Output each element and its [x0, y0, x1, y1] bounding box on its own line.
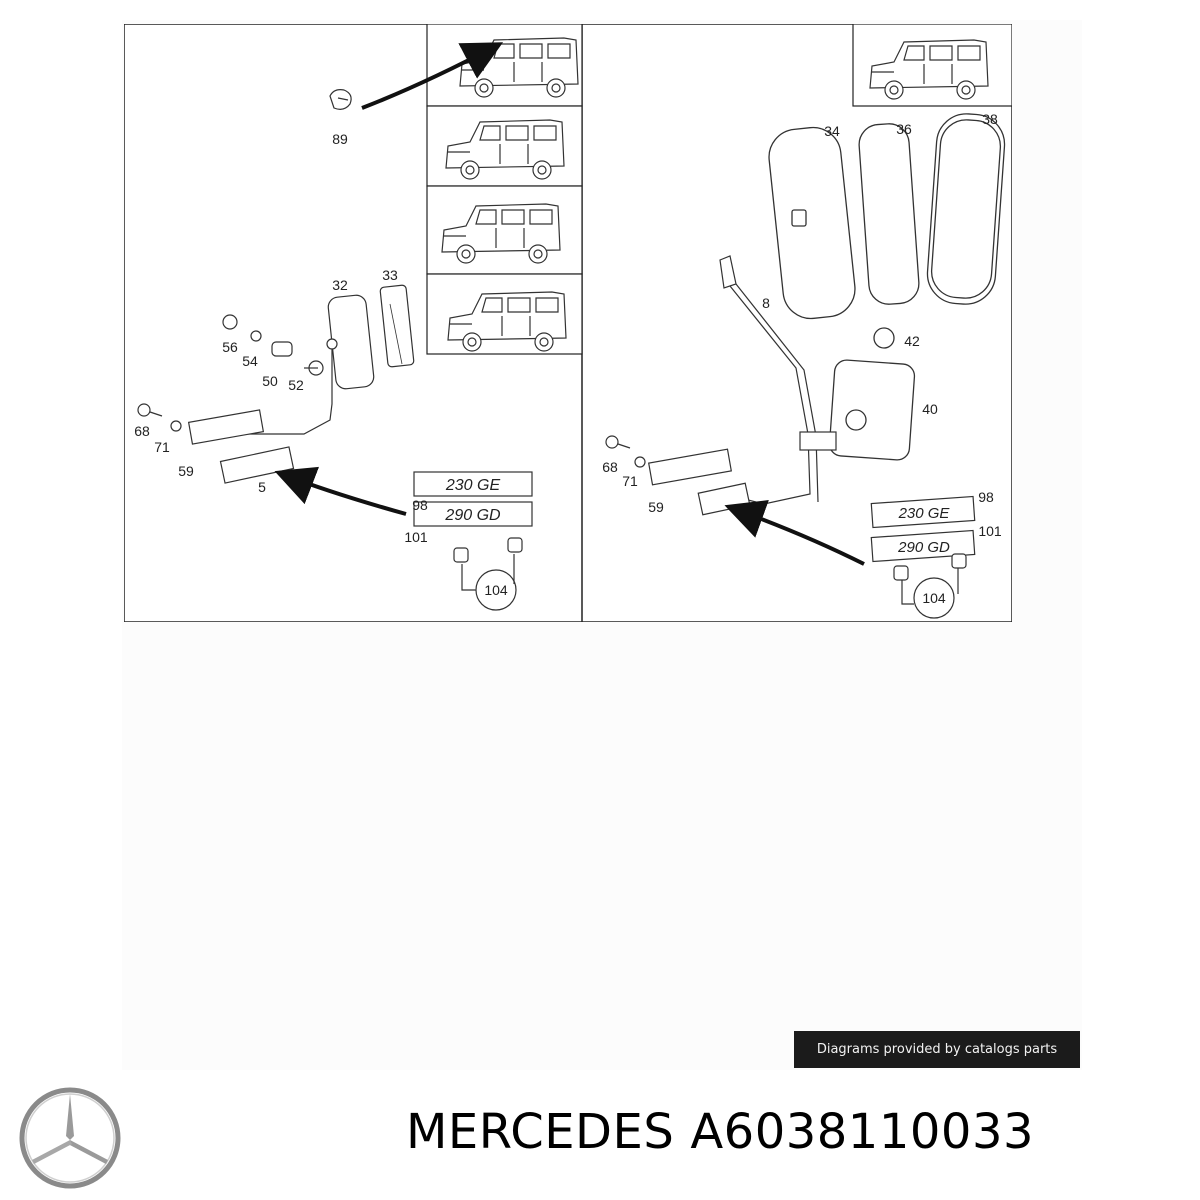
callout-59-right: 59	[648, 499, 664, 515]
badge-290gd-left: 290 GD	[444, 507, 501, 524]
callout-101-right: 101	[978, 523, 1002, 539]
badge-group-right	[870, 495, 976, 619]
callout-42: 42	[904, 333, 920, 349]
callout-36: 36	[896, 121, 912, 137]
mercedes-star-icon	[18, 1086, 122, 1190]
badge-230ge-left: 230 GE	[445, 477, 501, 494]
callout-8: 8	[762, 295, 770, 311]
callout-59-left: 59	[178, 463, 194, 479]
callout-5: 5	[258, 479, 266, 495]
part-number: A6038110033	[690, 1104, 1035, 1160]
callout-101-left: 101	[404, 529, 428, 545]
arrow-to-right-base	[724, 500, 865, 566]
badge-230ge-right: 230 GE	[898, 505, 951, 522]
callout-50: 50	[262, 373, 278, 389]
callout-104-right: 104	[922, 590, 946, 606]
clip-part-89	[329, 89, 352, 110]
vehicle-variant-right	[852, 24, 1012, 107]
callout-32: 32	[332, 277, 348, 293]
callout-38: 38	[982, 111, 998, 127]
arrow-to-base	[274, 466, 407, 516]
callout-56: 56	[222, 339, 238, 355]
left-mirror-assembly	[137, 284, 415, 484]
callout-33: 33	[382, 267, 398, 283]
callout-98-left: 98	[412, 497, 428, 513]
parts-diagram: 230 GE 290 GD 230 GE 290 GD 89 32 33 56	[124, 24, 1012, 622]
callout-68-left: 68	[134, 423, 150, 439]
callout-71-right: 71	[622, 473, 638, 489]
diagram-credit: Diagrams provided by catalogs parts	[794, 1031, 1080, 1068]
callout-54: 54	[242, 353, 258, 369]
brand-name: MERCEDES	[406, 1104, 675, 1160]
callout-71-left: 71	[154, 439, 170, 455]
callout-68-right: 68	[602, 459, 618, 475]
callout-34: 34	[824, 123, 840, 139]
vehicle-variants-left	[426, 24, 583, 355]
arrow-to-vehicle	[361, 42, 504, 110]
callout-89: 89	[332, 131, 348, 147]
callout-104-left: 104	[484, 582, 508, 598]
callout-98-right: 98	[978, 489, 994, 505]
badge-290gd-right: 290 GD	[897, 539, 950, 556]
callout-52: 52	[288, 377, 304, 393]
callout-40: 40	[922, 401, 938, 417]
right-mirror-glass-parts	[768, 113, 1006, 461]
badge-group-left	[413, 471, 533, 611]
